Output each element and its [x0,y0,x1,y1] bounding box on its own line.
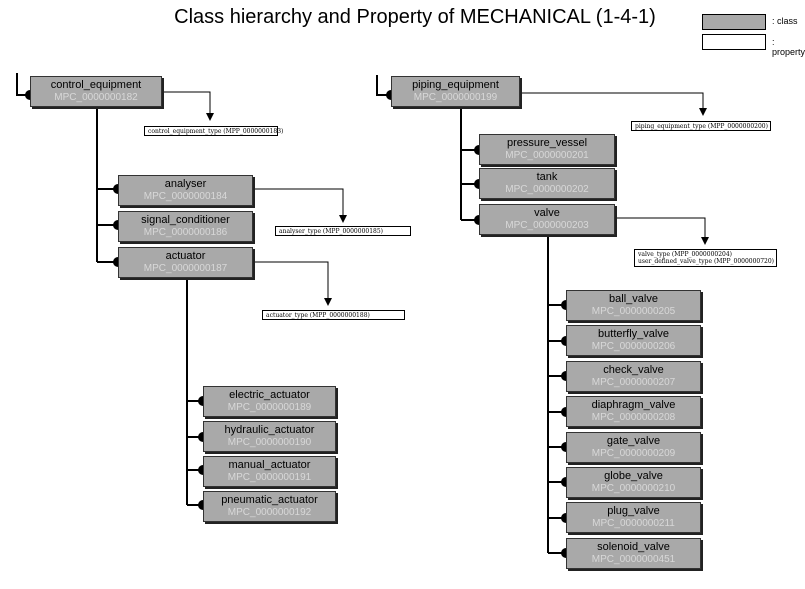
class-id: MPC_0000000199 [413,92,498,103]
property-valve-types: valve_type (MPP_0000000204) user_defined… [634,249,777,267]
legend-class-label: : class [772,16,798,26]
class-gate-valve: gate_valve MPC_0000000209 [566,432,701,463]
class-name: control_equipment [50,79,142,91]
class-id: MPC_0000000202 [505,184,589,195]
class-name: manual_actuator [228,459,311,471]
class-id: MPC_0000000186 [143,227,228,238]
class-butterfly-valve: butterfly_valve MPC_0000000206 [566,325,701,356]
class-id: MPC_0000000208 [591,412,676,423]
legend-property-label: : property [772,37,805,57]
class-name: electric_actuator [229,389,310,401]
class-plug-valve: plug_valve MPC_0000000211 [566,502,701,533]
class-electric-actuator: electric_actuator MPC_0000000189 [203,386,336,417]
class-check-valve: check_valve MPC_0000000207 [566,361,701,392]
class-manual-actuator: manual_actuator MPC_0000000191 [203,456,336,487]
class-pneumatic-actuator: pneumatic_actuator MPC_0000000192 [203,491,336,522]
class-piping-equipment: piping_equipment MPC_0000000199 [391,76,520,107]
legend-class-swatch [702,14,766,30]
class-id: MPC_0000000182 [54,92,138,103]
class-pressure-vessel: pressure_vessel MPC_0000000201 [479,134,615,165]
control-equipment-tree [16,73,200,506]
legend-property-swatch [702,34,766,50]
class-analyser: analyser MPC_0000000184 [118,175,253,206]
class-id: MPC_0000000210 [591,483,676,494]
class-id: MPC_0000000192 [227,507,312,518]
class-solenoid-valve: solenoid_valve MPC_0000000451 [566,538,701,569]
class-name: ball_valve [609,293,658,305]
class-id: MPC_0000000203 [505,220,589,231]
class-name: plug_valve [607,505,660,517]
class-name: valve [534,207,560,219]
class-id: MPC_0000000189 [227,402,312,413]
class-name: pneumatic_actuator [221,494,318,506]
class-id: MPC_0000000209 [591,448,676,459]
class-id: MPC_0000000207 [591,377,676,388]
class-valve: valve MPC_0000000203 [479,204,615,235]
class-control-equipment: control_equipment MPC_0000000182 [30,76,162,107]
control-equipment-connector-dots [25,90,208,510]
class-id: MPC_0000000190 [227,437,312,448]
class-actuator: actuator MPC_0000000187 [118,247,253,278]
class-id: MPC_0000000187 [143,263,228,274]
class-id: MPC_0000000191 [227,472,312,483]
class-id: MPC_0000000201 [505,150,589,161]
class-name: hydraulic_actuator [224,424,315,436]
class-diaphragm-valve: diaphragm_valve MPC_0000000208 [566,396,701,427]
class-id: MPC_0000000206 [591,341,676,352]
class-name: tank [536,171,558,183]
property-analyser-type: analyser_type (MPP_0000000185) [275,226,411,236]
class-name: solenoid_valve [597,541,670,553]
class-name: actuator [165,250,206,262]
property-actuator-type: actuator_type (MPP_0000000188) [262,310,405,320]
page-title: Class hierarchy and Property of MECHANIC… [174,6,656,28]
class-name: signal_conditioner [141,214,230,226]
class-signal-conditioner: signal_conditioner MPC_0000000186 [118,211,253,242]
class-name: globe_valve [604,470,663,482]
class-id: MPC_0000000451 [591,554,676,565]
class-name: analyser [164,178,207,190]
class-tank: tank MPC_0000000202 [479,168,615,199]
class-id: MPC_0000000211 [592,518,675,529]
class-id: MPC_0000000205 [591,306,676,317]
control-equipment-property-arrows [162,91,347,306]
class-hydraulic-actuator: hydraulic_actuator MPC_0000000190 [203,421,336,452]
class-id: MPC_0000000184 [143,191,228,202]
property-control-equipment-type: control_equipment_type (MPP_0000000183) [144,126,283,136]
class-name: butterfly_valve [598,328,669,340]
class-name: gate_valve [606,435,661,447]
class-name: check_valve [603,364,664,376]
class-name: piping_equipment [412,79,499,91]
property-piping-equipment-type: piping_equipment_type (MPP_0000000200) [631,121,771,131]
class-name: diaphragm_valve [591,399,676,411]
piping-equipment-property-arrows [520,92,709,245]
class-name: pressure_vessel [506,137,588,149]
class-globe-valve: globe_valve MPC_0000000210 [566,467,701,498]
class-ball-valve: ball_valve MPC_0000000205 [566,290,701,321]
